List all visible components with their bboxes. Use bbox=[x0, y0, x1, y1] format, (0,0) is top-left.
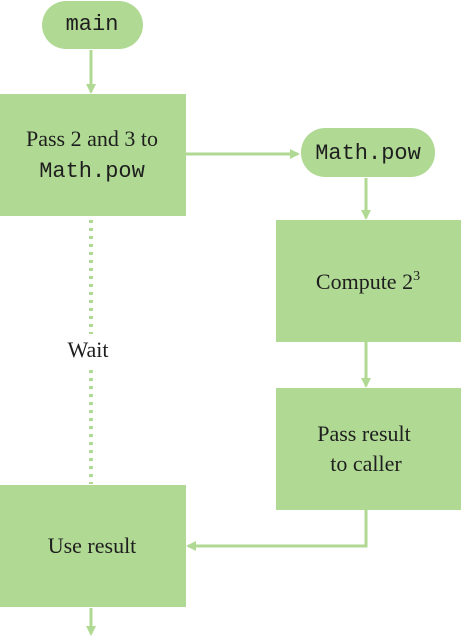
pass-result-label-line2: to caller bbox=[330, 451, 402, 476]
pass-args-label-line1: Pass 2 and 3 to bbox=[26, 126, 158, 151]
compute-label-exponent: 3 bbox=[413, 269, 420, 284]
compute-box bbox=[276, 220, 461, 342]
main-terminal-shape bbox=[42, 1, 143, 49]
pass-args-box bbox=[0, 94, 186, 216]
pass-result-box bbox=[276, 388, 461, 510]
use-result-label: Use result bbox=[48, 533, 137, 558]
pow-terminal-shape bbox=[301, 128, 435, 177]
arrow-passresult-to-use bbox=[186, 510, 368, 551]
main-terminal-label: main bbox=[66, 12, 119, 37]
compute-label-base: Compute 2 bbox=[316, 269, 413, 294]
wait-label: Wait bbox=[68, 337, 109, 362]
pass-args-label-line2: Math.pow bbox=[39, 159, 145, 184]
compute-label: Compute 23 bbox=[316, 269, 420, 294]
use-result-box bbox=[0, 485, 186, 607]
pass-result-label-line1: Pass result bbox=[317, 421, 411, 446]
pow-terminal-label: Math.pow bbox=[315, 141, 421, 166]
